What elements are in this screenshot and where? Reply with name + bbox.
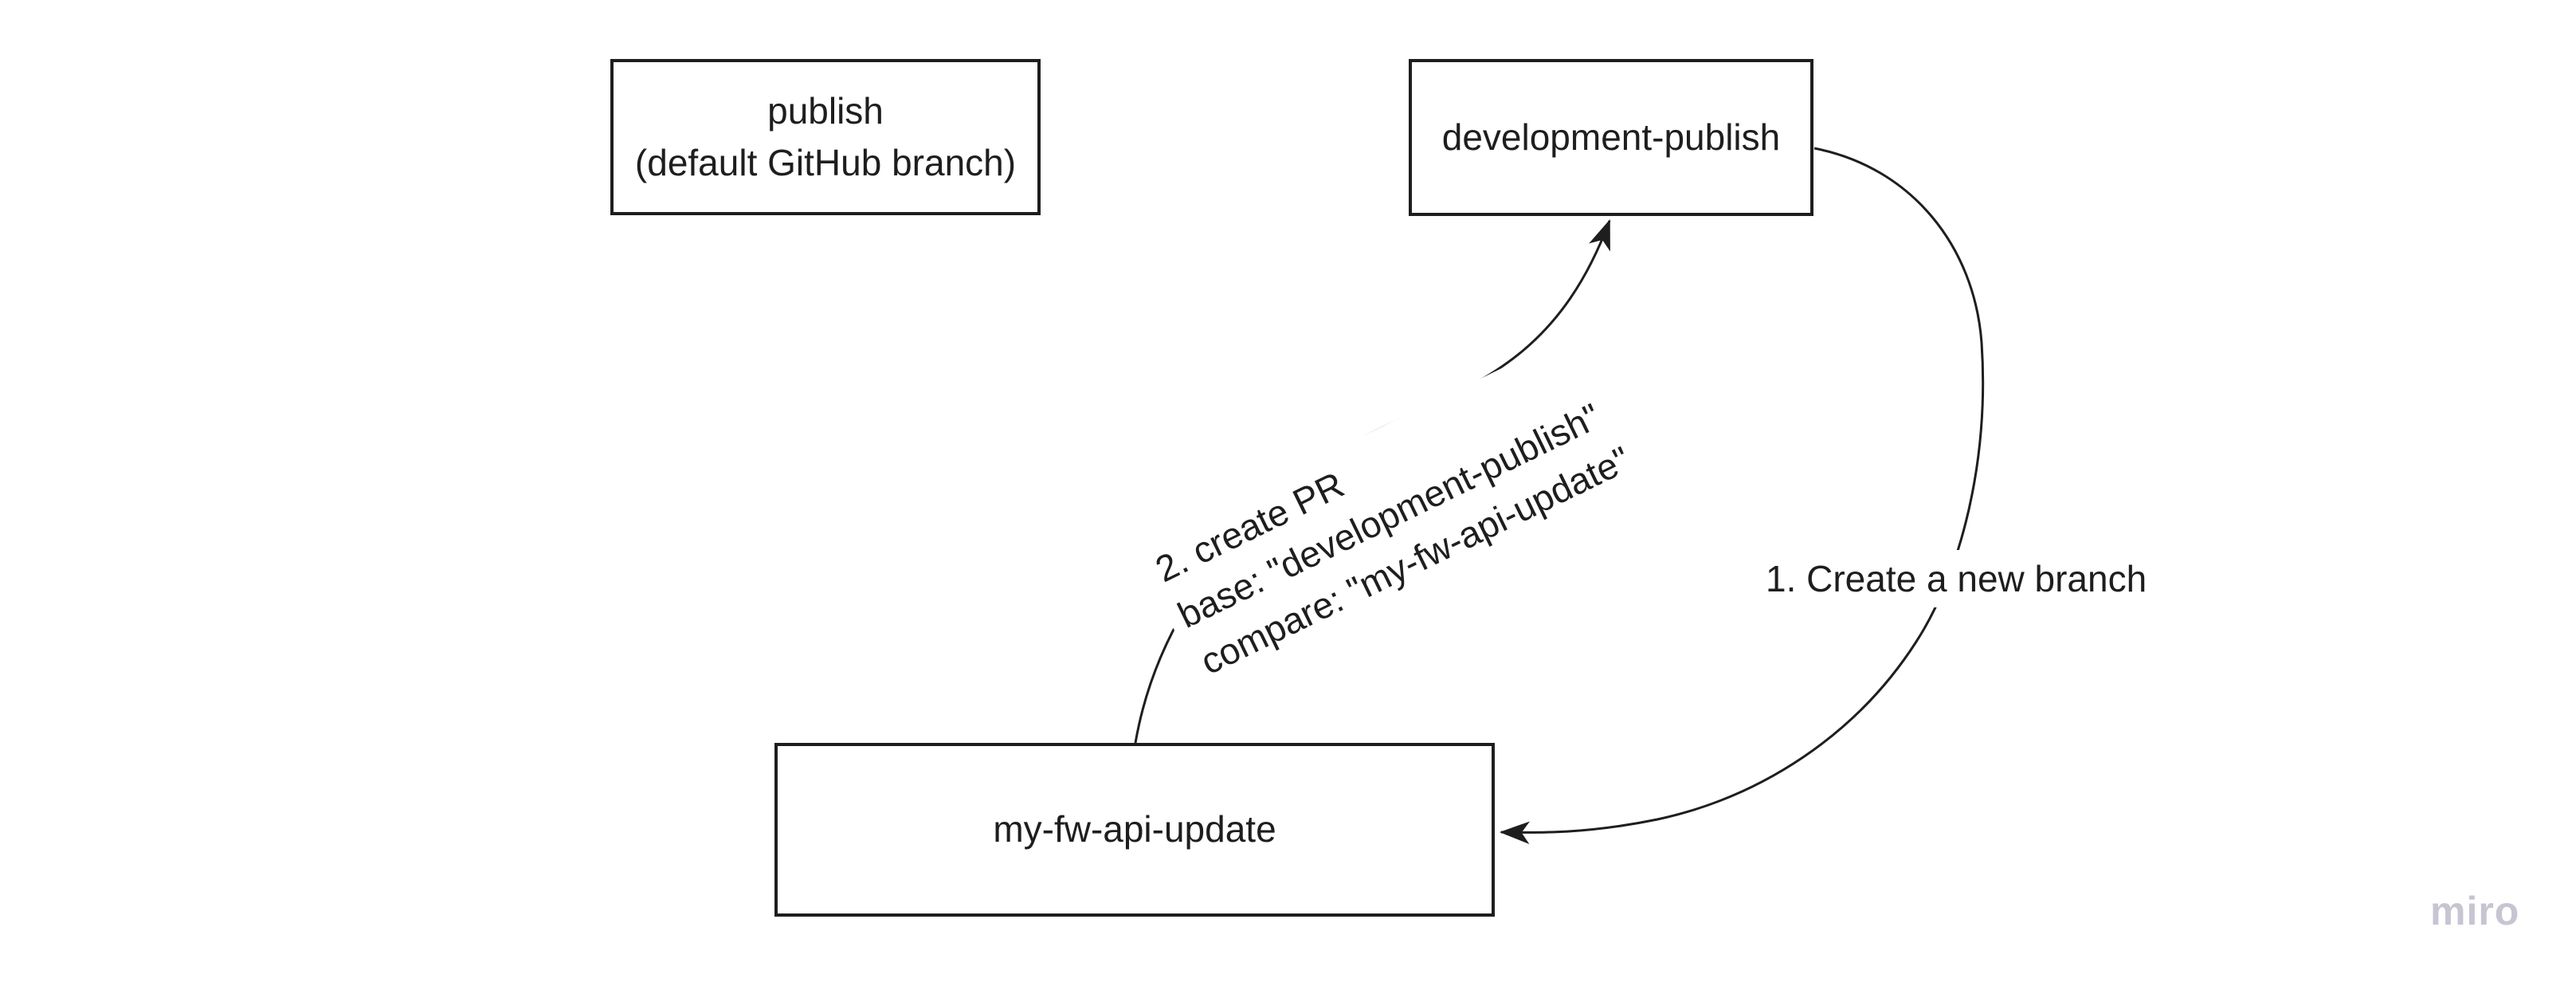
connector-label-create-branch[interactable]: 1. Create a new branch [1756,550,2157,608]
shape-development-publish-branch[interactable]: development-publish [1409,59,1813,216]
shape-my-fw-api-update-branch[interactable]: my-fw-api-update [774,743,1495,917]
shape-publish-branch[interactable]: publish (default GitHub branch) [610,59,1041,215]
shape-my-fw-api-update-label: my-fw-api-update [993,808,1276,850]
shape-publish-label-line1: publish [767,89,884,132]
shape-development-publish-label: development-publish [1441,116,1781,158]
shape-publish-label-line2: (default GitHub branch) [634,142,1017,183]
connector-create-branch-line[interactable] [1499,147,1985,845]
miro-watermark-logo: miro [2430,889,2520,933]
